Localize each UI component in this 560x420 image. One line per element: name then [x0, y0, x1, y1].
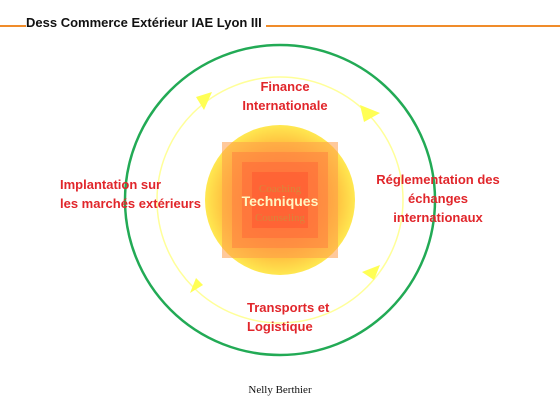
center-techniques: Techniques [241, 193, 319, 209]
outer-ring [123, 43, 437, 357]
label-reglementation-line-3: internationaux [393, 210, 483, 225]
header-title: Dess Commerce Extérieur IAE Lyon III [26, 15, 266, 30]
header-accent-line [0, 25, 560, 27]
core-squares [222, 142, 338, 258]
arrow-icon-bottom-right [362, 265, 380, 280]
label-implantation-line-1: Implantation sur [60, 177, 162, 192]
label-reglementation: Réglementation des échanges internationa… [368, 170, 508, 227]
center-coaching: Coaching [258, 183, 302, 195]
label-finance-line-2: Internationale [242, 98, 328, 113]
center-counseling: Counseling [254, 212, 306, 224]
arrow-icon-top-left [196, 92, 212, 110]
footer-author: Nelly Berthier [248, 384, 312, 396]
inner-ring [156, 76, 404, 324]
arrow-icon-bottom-left [190, 278, 203, 293]
label-transports-line-2: Logistique [247, 319, 313, 334]
label-implantation-line-2: les marchés extérieurs [60, 196, 201, 211]
label-reglementation-line-2: échanges [408, 191, 468, 206]
label-finance-line-1: Finance [260, 79, 310, 94]
label-transports-line-1: Transports et [247, 300, 330, 315]
label-transports: Transports et Logistique [247, 298, 367, 336]
label-reglementation-line-1: Réglementation des [376, 172, 500, 187]
label-implantation: Implantation sur les marchés extérieurs [60, 175, 230, 213]
label-finance: Finance Internationale [230, 77, 340, 115]
arrow-icon-top-right [360, 105, 380, 122]
